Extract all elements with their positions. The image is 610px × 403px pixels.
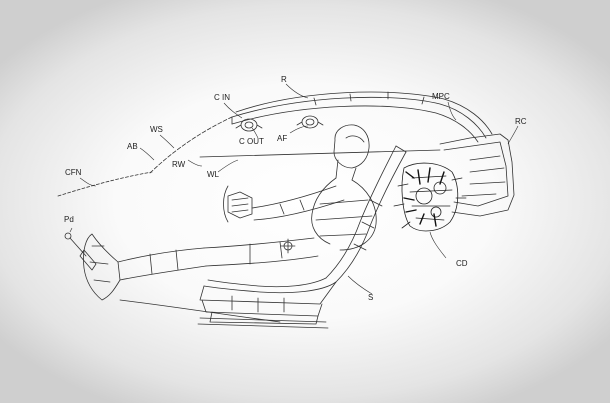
reference-line — [199, 149, 441, 158]
label-pd: Pd — [64, 215, 74, 224]
label-ab: AB — [127, 142, 138, 151]
floor-line — [119, 299, 281, 323]
label-af: AF — [277, 134, 287, 143]
powertrain-unit — [393, 162, 467, 232]
label-wl: WL — [207, 170, 220, 179]
label-s: S — [368, 293, 373, 302]
label-cd: CD — [456, 259, 468, 268]
label-c-in: C IN — [214, 93, 230, 102]
leader-lines — [69, 83, 519, 295]
label-rc: RC — [515, 117, 527, 126]
label-mpc: MPC — [432, 92, 450, 101]
pedal — [64, 232, 97, 271]
label-ws: WS — [150, 125, 163, 134]
label-cfn: CFN — [65, 168, 82, 177]
seat — [199, 145, 407, 325]
label-r: R — [281, 75, 287, 84]
steering-wheel — [223, 185, 229, 223]
windshield-line — [149, 116, 233, 174]
front-body-line — [57, 171, 153, 197]
roof-canopy — [231, 91, 493, 143]
powertrain-shading — [403, 167, 445, 227]
reference-labels: R C IN MPC RC WS AB C OUT AF RW WL CFN P… — [64, 75, 527, 302]
air-outlet-left — [235, 118, 263, 132]
label-c-out: C OUT — [239, 137, 264, 146]
label-rw: RW — [172, 160, 186, 169]
rear-compartment — [439, 133, 515, 217]
air-outlet-right — [296, 115, 324, 129]
driver-figure — [83, 124, 377, 301]
